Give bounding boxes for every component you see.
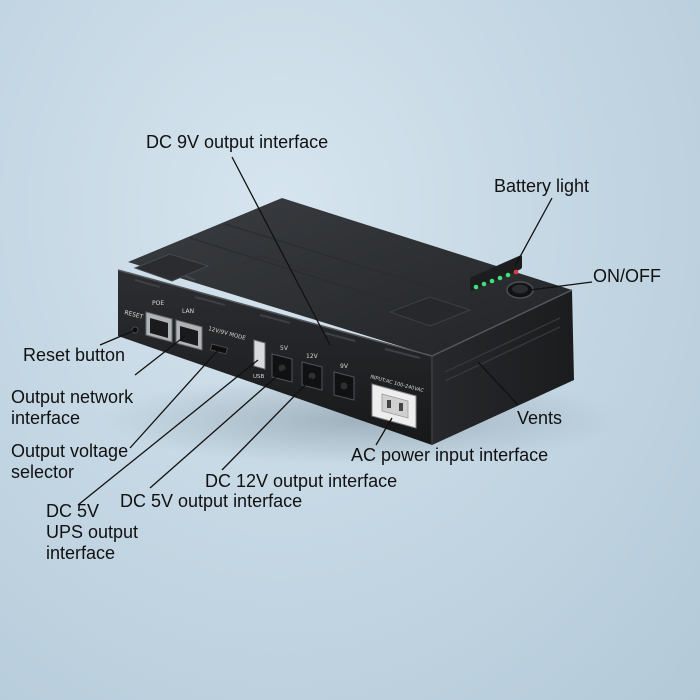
- port-9v-marking: 9V: [340, 363, 349, 370]
- top-panel-recess: [388, 296, 472, 327]
- port-5v-marking: 5V: [280, 345, 289, 352]
- leader-ac-input: [375, 417, 393, 446]
- lan-marking: LAN: [182, 308, 194, 315]
- label-ac-input: AC power input interface: [351, 445, 549, 465]
- label-dc5v-ups-line3: interface: [46, 543, 116, 563]
- leader-reset: [99, 330, 134, 346]
- leader-dc5v-ups: [77, 359, 259, 506]
- front-vents: [134, 279, 421, 359]
- leader-vents: [477, 361, 519, 406]
- leader-battery-light: [514, 197, 553, 267]
- label-dc5v-ups-line2: UPS output: [46, 522, 139, 542]
- dc-12v-pin: [308, 372, 316, 380]
- ac-pin: [387, 400, 391, 408]
- top-panel-recess: [133, 253, 210, 282]
- poe-marking: POE: [152, 300, 164, 307]
- lan-port-hole: [180, 326, 198, 346]
- reset-pinhole: [131, 326, 139, 334]
- leader-output-network: [134, 335, 186, 376]
- poe-port-hole: [150, 318, 168, 338]
- leader-dc9v: [231, 156, 331, 346]
- leader-on-off: [529, 281, 593, 291]
- dc-5v-pin: [278, 364, 286, 372]
- label-reset-button: Reset button: [23, 345, 126, 365]
- ac-pin: [399, 403, 403, 411]
- battery-light-strip: [470, 255, 522, 292]
- label-dc5v-output: DC 5V output interface: [120, 491, 303, 511]
- top-seam: [237, 255, 391, 297]
- side-vents: [444, 317, 561, 382]
- top-seam: [189, 237, 411, 308]
- on-off-button-face: [512, 284, 528, 294]
- label-voltage-selector-line1: Output voltage: [11, 441, 129, 461]
- label-battery-light: Battery light: [494, 176, 590, 196]
- label-output-network-line1: Output network: [11, 387, 134, 407]
- label-on-off: ON/OFF: [593, 266, 661, 286]
- usb-port: [253, 339, 266, 370]
- dc-9v-pin: [340, 382, 348, 390]
- top-seam: [224, 223, 446, 293]
- device-top-face: [128, 198, 572, 356]
- leader-dc12v: [221, 377, 313, 471]
- label-voltage-selector-line2: selector: [11, 462, 75, 482]
- label-dc5v-ups-line1: DC 5V: [46, 501, 100, 521]
- port-12v-marking: 12V: [306, 353, 319, 360]
- leader-voltage-selector: [129, 347, 221, 449]
- leader-lines: [77, 156, 593, 506]
- label-dc12v-output: DC 12V output interface: [205, 471, 398, 491]
- usb-marking: USB: [253, 374, 265, 380]
- label-dc9v-output: DC 9V output interface: [146, 132, 329, 152]
- reset-marking: RESET: [123, 309, 144, 321]
- label-vents: Vents: [517, 408, 563, 428]
- leader-dc5v: [149, 369, 285, 489]
- label-output-network-line2: interface: [11, 408, 81, 428]
